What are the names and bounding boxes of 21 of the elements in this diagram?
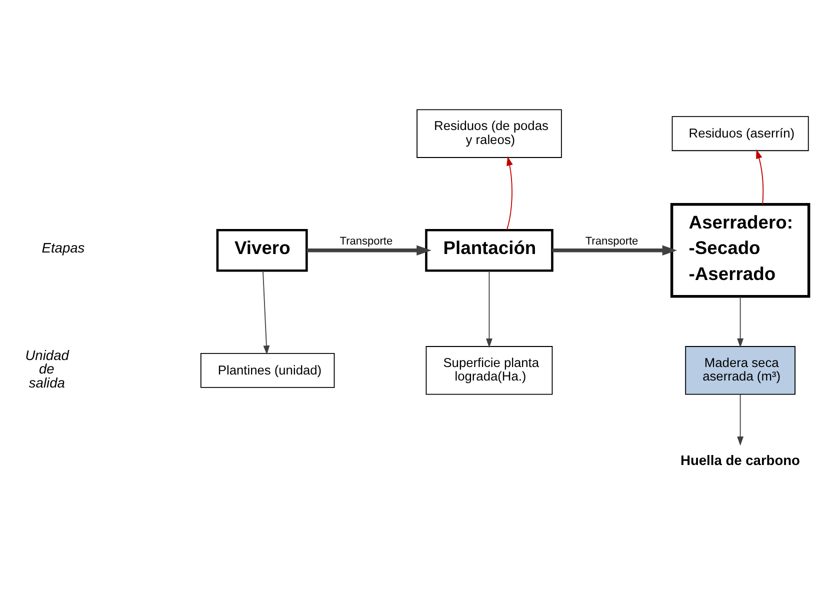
node-box: Residuos (aserrín)	[672, 116, 809, 151]
label: Unidad de salida	[25, 347, 69, 390]
arrow	[756, 148, 764, 204]
arrow	[737, 394, 744, 446]
node-box: Madera seca aserrada (m³)	[685, 346, 796, 394]
node-box: Superficie planta lograda(Ha.)	[426, 346, 553, 394]
arrow	[552, 244, 678, 256]
node-text: Huella de carbono	[680, 452, 800, 468]
arrow	[262, 270, 270, 354]
arrow	[306, 244, 432, 256]
edge-label: Transporte	[340, 235, 393, 248]
arrow	[737, 296, 744, 348]
edge-label: Transporte	[585, 235, 638, 248]
node-box: Residuos (de podas y raleos)	[416, 108, 562, 158]
node-box: Plantines (unidad)	[200, 352, 335, 388]
node-box: Aserradero: -Secado -Aserrado	[670, 202, 810, 298]
arrow	[486, 270, 492, 348]
node-box: Plantación	[425, 228, 554, 272]
arrow	[506, 156, 513, 230]
node-box: Vivero	[216, 228, 308, 272]
label: Etapas	[42, 240, 85, 256]
